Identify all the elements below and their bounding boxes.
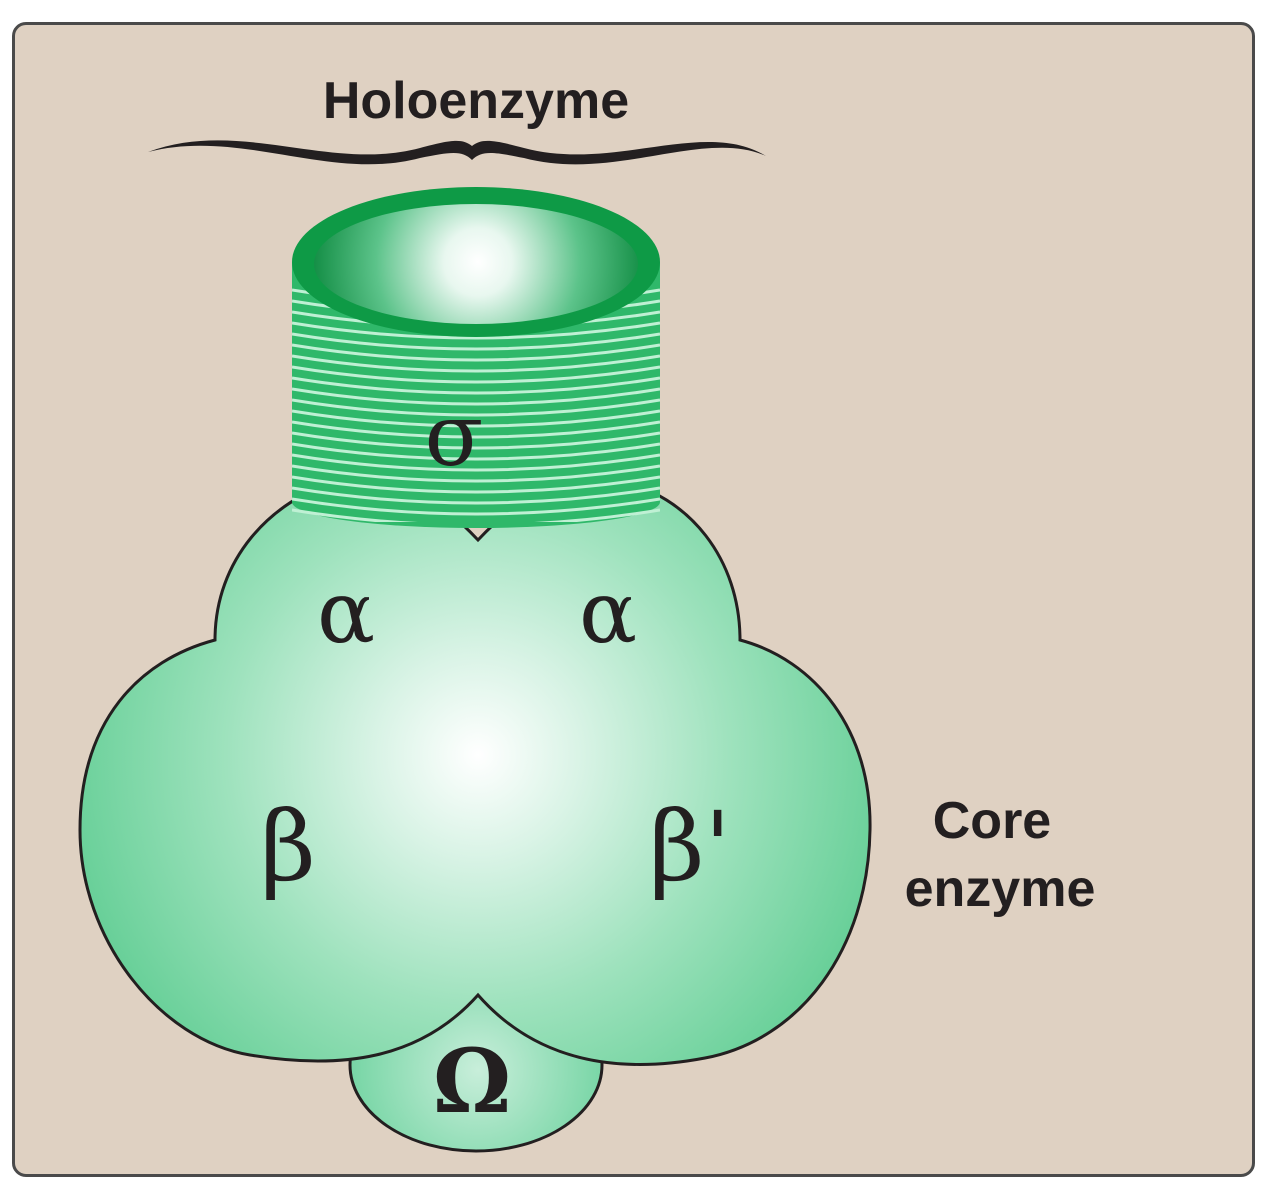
core-label-line1: Core [933, 792, 1051, 850]
holoenzyme-brace [148, 140, 766, 165]
sigma-stripe [292, 464, 660, 483]
sigma-stripe [292, 387, 660, 406]
sigma-stripe [292, 321, 660, 340]
sigma-subunit [292, 187, 660, 528]
sigma-stripe [292, 497, 660, 516]
beta-label: β [260, 791, 316, 903]
sigma-stripe [292, 409, 660, 428]
sigma-stripe [292, 453, 660, 472]
sigma-stripe [292, 376, 660, 395]
sigma-label: σ [425, 386, 484, 486]
sigma-stripe [292, 475, 660, 494]
sigma-stripe [292, 431, 660, 450]
sigma-stripe [292, 508, 660, 522]
holoenzyme-label: Holoenzyme [323, 72, 629, 130]
alpha-right-label: α [579, 563, 637, 663]
sigma-stripe [292, 486, 660, 505]
sigma-stripe [292, 332, 660, 351]
beta-prime-label: β' [649, 791, 731, 903]
core-label-line2: enzyme [905, 860, 1096, 918]
sigma-stripe [292, 398, 660, 417]
core-enzyme-body [78, 476, 872, 1066]
omega-label: Ω [433, 1029, 511, 1133]
sigma-stripe [292, 442, 660, 461]
alpha-left-label: α [317, 563, 375, 663]
sigma-stripe [292, 343, 660, 362]
sigma-stripe [292, 420, 660, 439]
sigma-stripe [292, 365, 660, 384]
sigma-stripe [292, 354, 660, 373]
